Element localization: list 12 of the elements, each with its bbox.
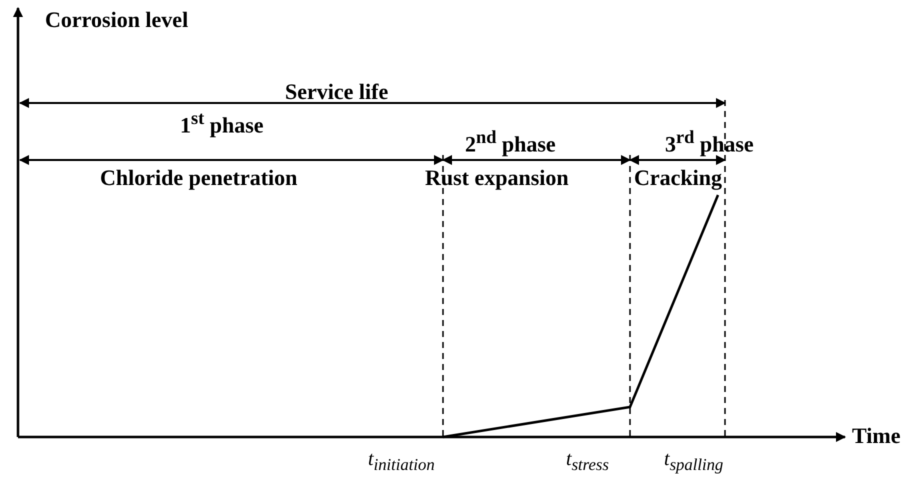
phase-label: 1$^{st}$ phase	[180, 108, 264, 138]
phase-label: 3$^{rd}$ phase	[665, 127, 754, 157]
phase-label: 2$^{nd}$ phase	[465, 127, 556, 157]
stage-label: Rust expansion	[425, 166, 569, 190]
time-marker-label: t$_{stress}$	[566, 448, 609, 474]
time-marker-label: t$_{spalling}$	[664, 448, 724, 474]
stage-label: Cracking	[634, 166, 722, 190]
axis-title: Corrosion level	[45, 8, 188, 32]
dimension-label: Service life	[285, 80, 388, 104]
axis-title: Time	[852, 424, 900, 448]
time-marker-label: t$_{initiation}$	[368, 448, 435, 474]
stage-label: Chloride penetration	[100, 166, 298, 190]
